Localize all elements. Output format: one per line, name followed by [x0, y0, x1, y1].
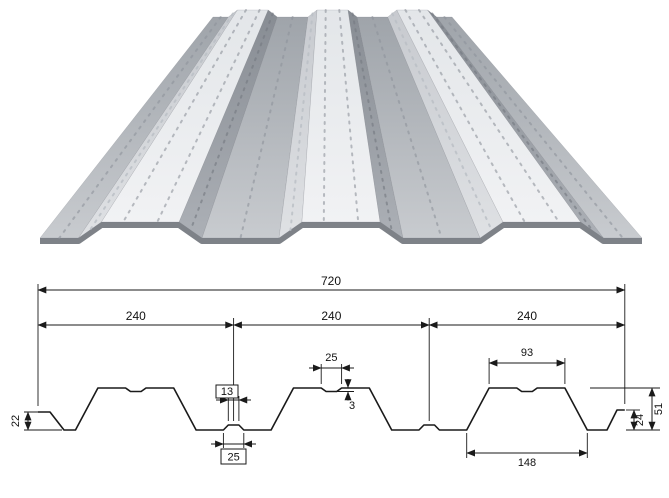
- valley-face: [436, 16, 643, 239]
- dim-overall-width: 720: [321, 274, 341, 288]
- dim-rib-base-width: 148: [518, 457, 536, 469]
- dim-pitch-3: 240: [517, 309, 537, 323]
- deck-profile-drawing: 720 240 240 240 25 93 13 3 25 148 22 24 …: [10, 274, 665, 469]
- valley-groove-top-label-box: [215, 384, 239, 399]
- dim-pitch-1: 240: [126, 309, 146, 323]
- dim-pitch-2: 240: [321, 309, 341, 323]
- dimension-lines: [24, 286, 656, 457]
- dim-valley-groove-bottom: 25: [227, 452, 239, 464]
- valley-groove-bottom-label-box: [220, 448, 247, 465]
- dim-top-groove-width: 25: [325, 352, 337, 364]
- dim-right-lip-height: 24: [634, 414, 646, 426]
- deck-profile-outline: [38, 387, 625, 431]
- dim-groove-depth: 3: [349, 400, 355, 412]
- dim-profile-height: 51: [653, 403, 665, 415]
- deck-3d-view: [39, 9, 643, 244]
- dim-left-end-height: 22: [10, 415, 22, 427]
- emboss-dots: [58, 9, 624, 239]
- dimension-labels: 720 240 240 240 25 93 13 3 25 148 22 24 …: [10, 274, 665, 469]
- extension-lines: [24, 284, 660, 458]
- dim-valley-groove-top: 13: [221, 386, 233, 398]
- front-edge: [40, 222, 642, 244]
- dim-rib-top-width: 93: [521, 347, 533, 359]
- deck-surfaces: [39, 9, 643, 239]
